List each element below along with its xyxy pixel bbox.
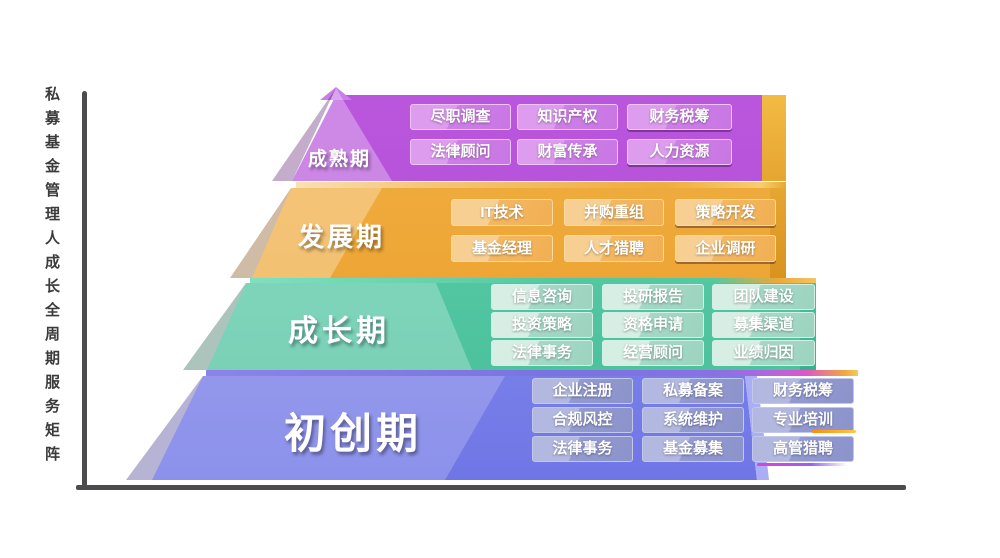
service-tag: 投资策略 [491, 312, 593, 338]
pyramid-side-face-mature [762, 95, 786, 181]
service-tag: 人力资源 [627, 139, 732, 165]
level-bevel [206, 370, 858, 376]
service-tag: 投研报告 [602, 284, 704, 310]
service-tag: 企业注册 [532, 378, 633, 404]
x-axis-line [76, 485, 906, 490]
service-tag: 法律事务 [491, 340, 593, 366]
glint-decoration [812, 430, 856, 433]
service-tag: 知识产权 [517, 104, 618, 130]
level-label-development: 发展期 [298, 222, 386, 252]
service-tag: 并购重组 [564, 199, 664, 226]
service-tag: 法律事务 [532, 436, 633, 462]
glint-decoration [757, 463, 847, 466]
level-bevel [296, 182, 786, 188]
service-tag: 基金经理 [451, 235, 553, 262]
service-tag: 业绩归因 [712, 340, 815, 366]
service-tag: 尽职调查 [410, 104, 511, 130]
service-tag: 私募备案 [642, 378, 744, 404]
service-tag: 募集渠道 [712, 312, 815, 338]
service-tag: 合规风控 [532, 407, 633, 433]
service-tag: 企业调研 [675, 235, 776, 262]
service-tag: 人才猎聘 [564, 235, 664, 262]
level-label-mature: 成熟期 [308, 149, 372, 170]
service-tag: 法律顾问 [410, 139, 511, 165]
service-tag: 系统维护 [642, 407, 744, 433]
service-tag: 策略开发 [675, 199, 776, 226]
service-tag: 信息咨询 [491, 284, 593, 310]
service-tag: 基金募集 [642, 436, 744, 462]
level-bevel [250, 278, 816, 283]
service-tag: 财务税筹 [627, 104, 732, 130]
y-axis-line [82, 91, 87, 487]
service-tag: 财富传承 [517, 139, 618, 165]
service-tag: IT技术 [451, 199, 553, 226]
service-tag: 财务税筹 [752, 378, 854, 404]
service-tag: 团队建设 [712, 284, 815, 310]
service-tag: 高管猎聘 [752, 436, 854, 462]
service-tag: 资格申请 [602, 312, 704, 338]
service-tag: 经营顾问 [602, 340, 704, 366]
level-label-startup: 初创期 [284, 410, 423, 457]
y-axis-title: 私募基金管理人成长全周期服务矩阵 [43, 86, 60, 470]
service-tag: 专业培训 [752, 407, 854, 433]
level-label-growth: 成长期 [288, 315, 390, 348]
